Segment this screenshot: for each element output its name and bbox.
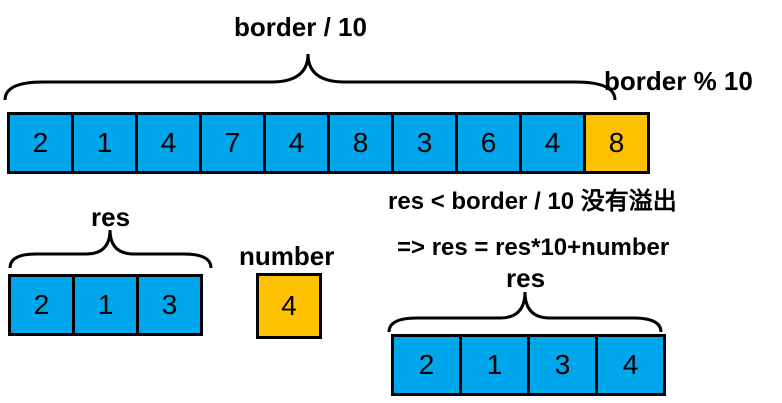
result-res-label: res xyxy=(506,263,546,293)
border-digit: 4 xyxy=(138,112,202,174)
result-digit: 3 xyxy=(530,334,598,396)
result-digit: 4 xyxy=(598,334,666,396)
res-brace xyxy=(8,229,213,269)
number-label: number xyxy=(239,241,335,271)
result-digit: 2 xyxy=(394,334,462,396)
res-digit: 3 xyxy=(139,274,203,336)
result-brace xyxy=(387,291,663,333)
condition-line-2: => res = res*10+number xyxy=(397,234,670,261)
condition-line-1: res < border / 10 没有溢出 xyxy=(388,188,677,215)
border-digit: 3 xyxy=(394,112,458,174)
border-mod-10-label: border % 10 xyxy=(604,66,753,96)
res-label: res xyxy=(91,202,131,232)
border-digit: 2 xyxy=(10,112,74,174)
border-digit: 7 xyxy=(202,112,266,174)
border-digit-row: 2 1 4 7 4 8 3 6 4 8 xyxy=(7,112,650,174)
res-digit: 2 xyxy=(11,274,75,336)
top-brace xyxy=(3,53,617,101)
border-last-digit: 8 xyxy=(586,112,650,174)
border-digit: 4 xyxy=(522,112,586,174)
result-digit: 1 xyxy=(462,334,530,396)
res-digit: 1 xyxy=(75,274,139,336)
border-digit: 1 xyxy=(74,112,138,174)
border-digit: 4 xyxy=(266,112,330,174)
border-div-10-label: border / 10 xyxy=(234,12,367,42)
number-value: 4 xyxy=(256,273,322,339)
border-digit: 8 xyxy=(330,112,394,174)
res-digit-row: 2 1 3 xyxy=(8,274,203,336)
border-digit: 6 xyxy=(458,112,522,174)
result-digit-row: 2 1 3 4 xyxy=(391,334,666,396)
